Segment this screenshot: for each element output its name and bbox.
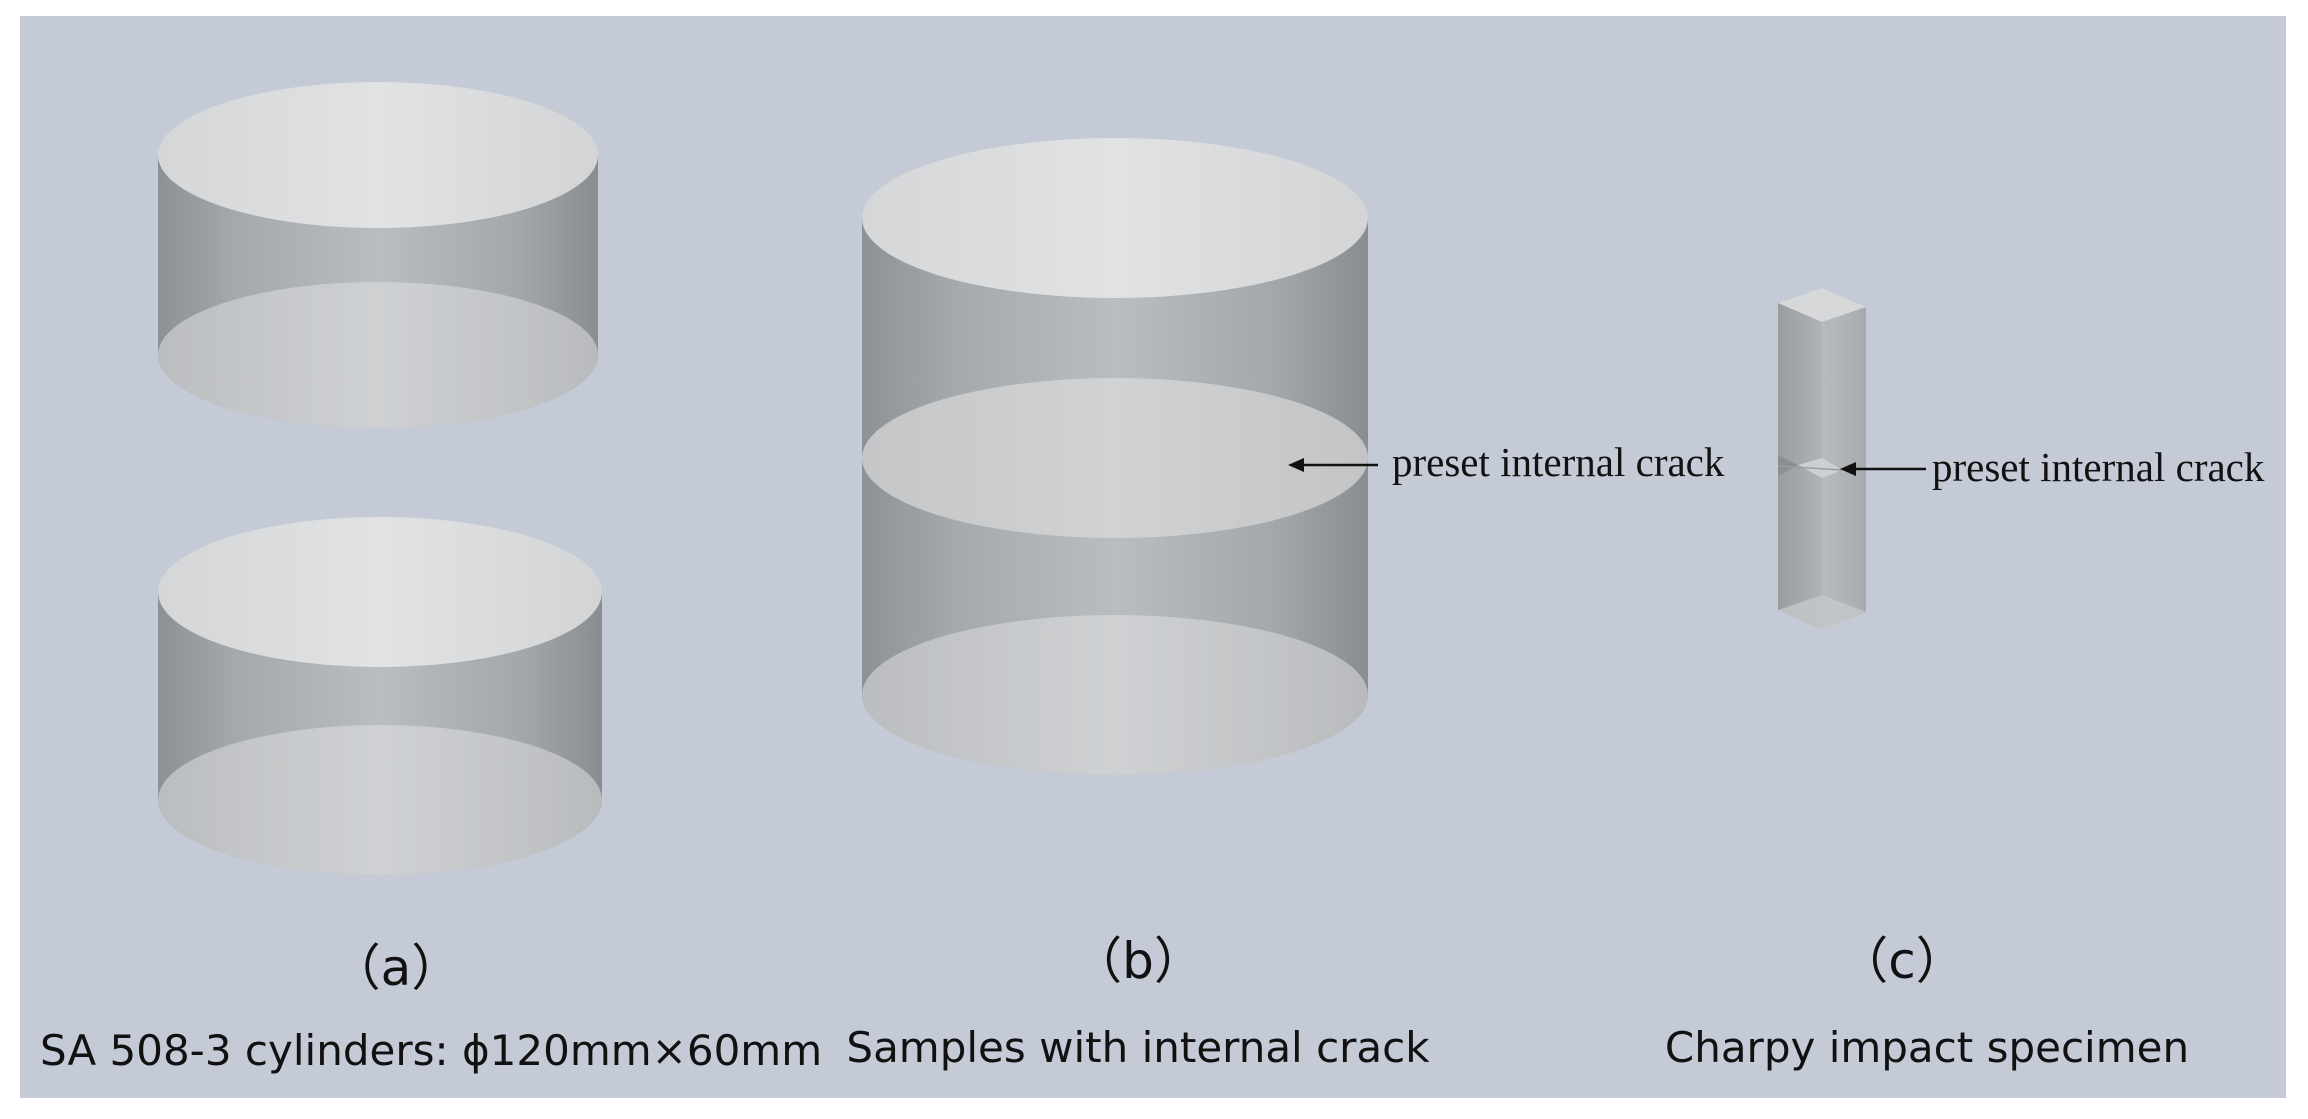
panel-description-b: Samples with internal crack [846, 1023, 1430, 1072]
panel-letter-a: （a） [331, 939, 462, 997]
panel-description-c: Charpy impact specimen [1665, 1023, 2189, 1072]
cylinder-b-cracked [862, 138, 1368, 775]
panel-description-a: SA 508-3 cylinders: ϕ120mm×60mm [40, 1026, 822, 1075]
annotation-arrow-b [1288, 458, 1378, 472]
panel-letter-b: （b） [1072, 932, 1204, 990]
annotation-label-b: preset internal crack [1392, 439, 1725, 485]
annotation-arrow-c [1840, 462, 1926, 476]
internal-crack-plane [862, 378, 1368, 538]
panel-letter-c: （c） [1838, 932, 1966, 990]
cylinder-a-lower [158, 517, 602, 875]
charpy-notch [1778, 455, 1798, 476]
cylinder-a-upper [158, 82, 598, 428]
charpy-specimen [1777, 288, 1866, 630]
annotation-label-c: preset internal crack [1932, 444, 2265, 490]
